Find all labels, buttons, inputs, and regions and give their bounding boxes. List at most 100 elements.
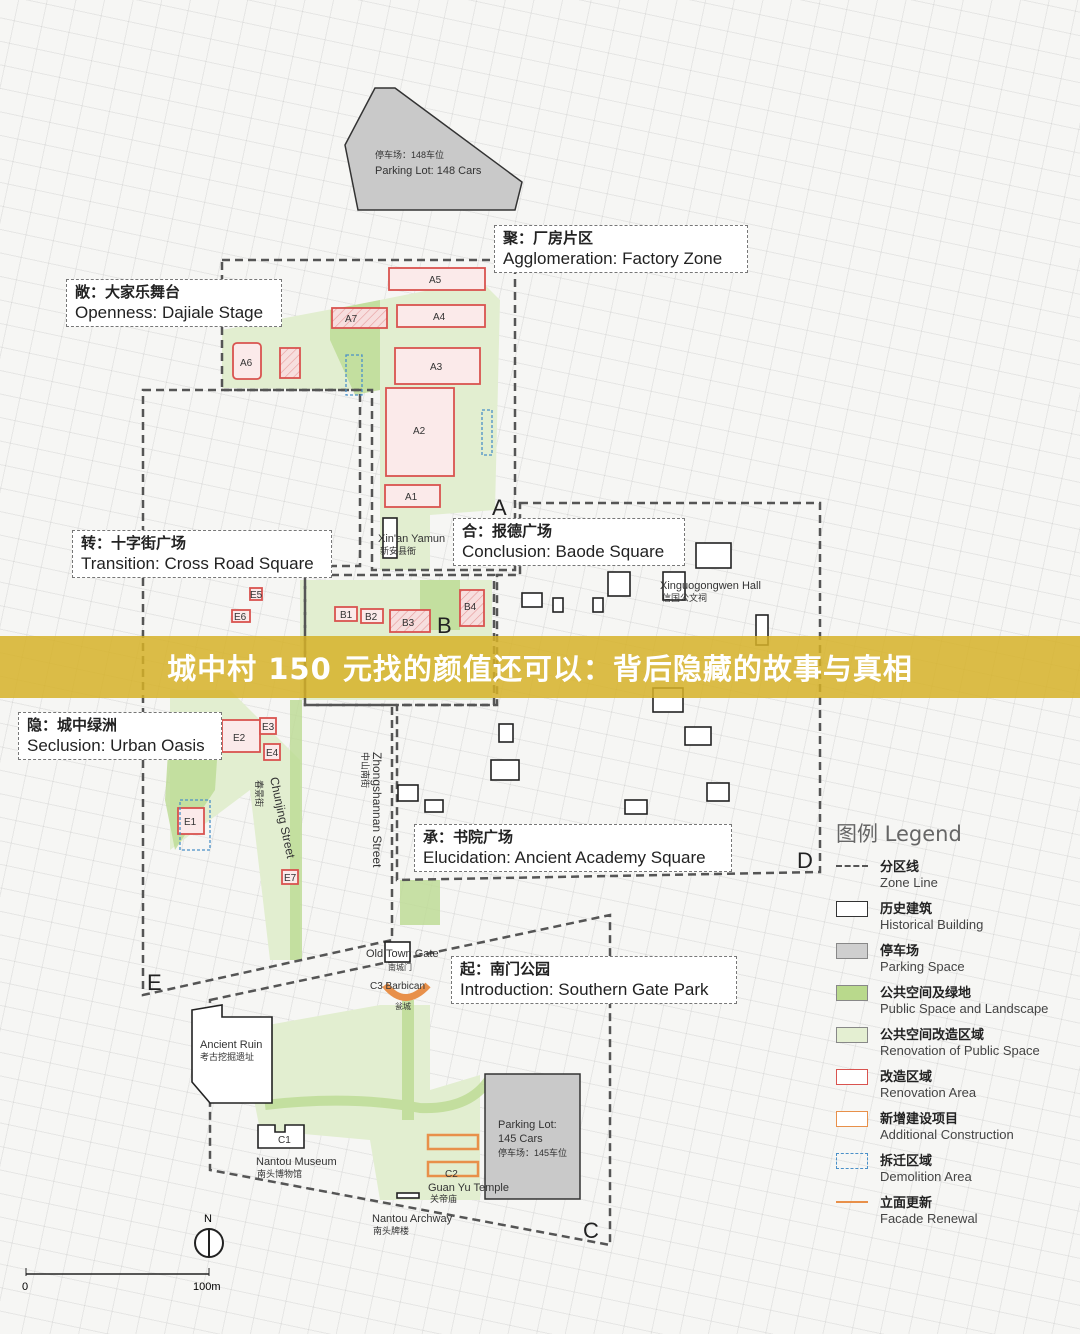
zone-e-line	[141, 388, 394, 997]
temple-en: Guan Yu Temple	[428, 1182, 509, 1194]
building-labels: A1 A2 A3 A4 A5 A6 A7 B1 B2 B3 B4 E1 E2 E…	[184, 275, 477, 1180]
zhongshannan-street-zh: 中山南街	[360, 752, 371, 788]
zone-label-e: E	[147, 970, 162, 995]
callout-zh: 合：报德广场	[462, 522, 553, 540]
legend-label-en: Facade Renewal	[880, 1211, 978, 1226]
parking-north-en: Parking Lot: 148 Cars	[375, 165, 482, 177]
xinguo-hall-zh: 信国公文祠	[662, 592, 707, 603]
zone-c-line	[208, 913, 612, 1247]
c1-museum-building	[257, 1124, 305, 1149]
archway-zh: 南头牌楼	[373, 1225, 409, 1236]
callout-en: Elucidation: Ancient Academy Square	[423, 847, 706, 867]
museum-en: Nantou Museum	[256, 1156, 337, 1168]
legend-swatch	[836, 901, 868, 917]
zone-d-line	[395, 501, 822, 882]
museum-zh: 南头博物馆	[257, 1168, 302, 1179]
zone-label-c: C	[583, 1218, 599, 1243]
callout-en: Seclusion: Urban Oasis	[27, 735, 205, 755]
parking-north-zh: 停车场：148车位	[375, 149, 444, 160]
parking-south-en1: Parking Lot:	[498, 1119, 557, 1131]
callout-zh: 转：十字街广场	[81, 534, 187, 552]
callout-zh: 隐：城中绿洲	[27, 716, 118, 734]
xinan-yamun-en: Xin'an Yamun	[378, 533, 445, 545]
label-e5: E5	[250, 590, 263, 601]
zone-label-d: D	[797, 848, 813, 873]
legend-swatch	[836, 865, 868, 867]
zhongshannan-street-en: Zhongshannan Street	[370, 752, 384, 868]
legend-label-en: Public Space and Landscape	[880, 1001, 1049, 1016]
label-e2: E2	[233, 733, 246, 744]
xinan-yamun-zh: 新安县衙	[380, 545, 416, 556]
archway-en: Nantou Archway	[372, 1213, 453, 1225]
legend-label-zh: 立面更新	[880, 1196, 933, 1211]
label-a2: A2	[413, 426, 426, 437]
callout-en: Agglomeration: Factory Zone	[503, 248, 723, 268]
title-banner: 城中村 150 元找的颜值还可以：背后隐藏的故事与真相	[0, 636, 1080, 698]
parking-lot-north	[344, 87, 523, 211]
legend-swatch	[836, 985, 868, 1001]
legend-label-zh: 停车场	[880, 944, 920, 959]
additional-construction	[382, 982, 480, 1178]
banner-title: 城中村 150 元找的颜值还可以：背后隐藏的故事与真相	[167, 652, 913, 686]
legend-label-zh: 公共空间改造区域	[880, 1028, 985, 1043]
legend-swatch	[836, 1069, 868, 1085]
ancient-ruin-building	[191, 1004, 273, 1104]
callout-urban-oasis: 隐：城中绿洲 Seclusion: Urban Oasis	[18, 712, 222, 760]
north-label: N	[204, 1213, 212, 1225]
xinguo-hall-en: Xinguogongwen Hall	[660, 580, 761, 592]
callout-dajiale-stage: 敞：大家乐舞台 Openness: Dajiale Stage	[66, 279, 282, 327]
callout-academy-square: 承：书院广场 Elucidation: Ancient Academy Squa…	[414, 824, 732, 872]
label-a1: A1	[405, 492, 418, 503]
label-b2: B2	[365, 612, 378, 623]
legend-swatch	[836, 943, 868, 959]
historical-buildings	[191, 517, 769, 1199]
legend-label-zh: 拆迁区域	[880, 1154, 933, 1169]
ancient-ruin-zh: 考古挖掘遗址	[200, 1051, 254, 1062]
legend-label-zh: 公共空间及绿地	[880, 986, 972, 1001]
label-b3: B3	[402, 618, 415, 629]
label-b1: B1	[340, 610, 353, 621]
callout-zh: 敞：大家乐舞台	[75, 283, 181, 301]
zone-label-a: A	[492, 495, 507, 520]
label-a5: A5	[429, 275, 442, 286]
label-c1: C1	[278, 1135, 291, 1146]
legend-title: 图例 Legend	[836, 822, 962, 846]
old-town-gate-en: Old Town Gate	[366, 948, 439, 960]
demolition-areas	[179, 354, 493, 851]
label-e6: E6	[234, 612, 247, 623]
legend-label-en: Renovation Area	[880, 1085, 977, 1100]
callout-factory-zone: 聚：厂房片区 Agglomeration: Factory Zone	[494, 225, 748, 273]
label-a6: A6	[240, 358, 253, 369]
chunjing-street-zh: 春景街	[254, 780, 265, 807]
callout-en: Openness: Dajiale Stage	[75, 302, 264, 322]
temple-zh: 关帝庙	[430, 1193, 457, 1204]
parking-south-en2: 145 Cars	[498, 1133, 543, 1145]
callout-en: Transition: Cross Road Square	[81, 553, 314, 573]
legend-swatch	[836, 1153, 868, 1169]
parking-south-zh: 停车场：145车位	[498, 1147, 567, 1158]
legend-label-zh: 历史建筑	[880, 902, 933, 917]
barbican-zh: 瓮城	[395, 1001, 411, 1011]
callout-en: Conclusion: Baode Square	[462, 541, 665, 561]
callout-zh: 承：书院广场	[423, 828, 514, 846]
scale-bar: 0 100m	[22, 1268, 221, 1293]
callout-baode-square: 合：报德广场 Conclusion: Baode Square	[453, 518, 685, 566]
callout-en: Introduction: Southern Gate Park	[460, 979, 709, 999]
legend-swatch	[836, 1027, 868, 1043]
callout-zh: 起：南门公园	[460, 960, 551, 978]
